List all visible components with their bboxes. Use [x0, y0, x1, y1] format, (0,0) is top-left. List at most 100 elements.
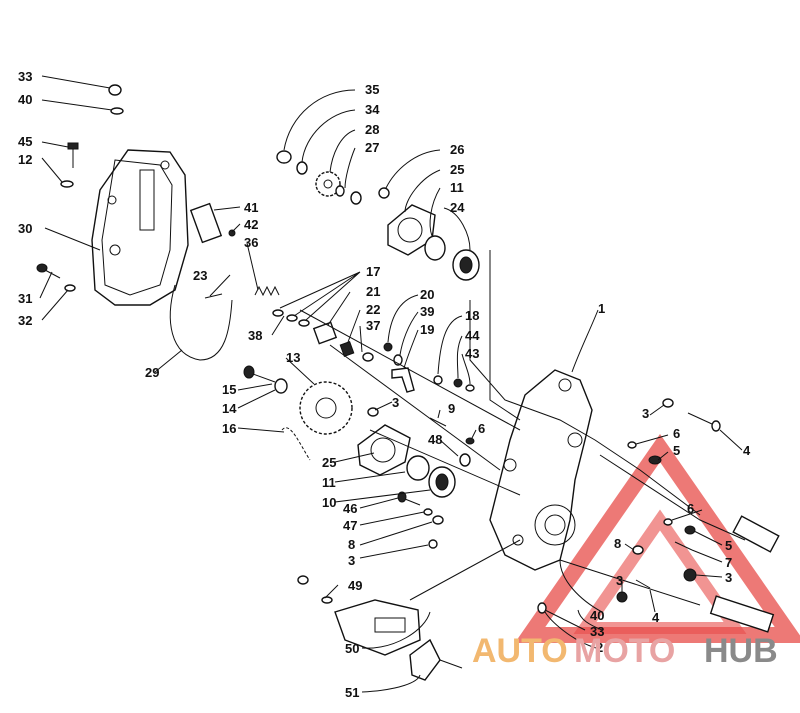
- spacer-18-part: [433, 375, 443, 385]
- nut-3-center-part: [616, 591, 628, 603]
- callout-51: 51: [345, 685, 359, 700]
- callout-37: 37: [366, 318, 380, 333]
- screw-9-part: [429, 417, 447, 427]
- callout-9: 9: [448, 401, 455, 416]
- callout-32: 32: [18, 313, 32, 328]
- callout-49: 49: [348, 578, 362, 593]
- shaft-upper-part: [732, 515, 780, 553]
- washer-37-part: [362, 352, 374, 362]
- callout-12: 12: [18, 152, 32, 167]
- callout-33-top: 33: [18, 69, 32, 84]
- o-ring-11-low-part: [406, 455, 430, 481]
- callout-26: 26: [450, 142, 464, 157]
- washer-17b-part: [298, 319, 310, 327]
- watermark-hub: HUB: [704, 632, 778, 670]
- callout-31: 31: [18, 291, 32, 306]
- washer-43-part: [465, 384, 475, 392]
- nut-3-right-low-part: [683, 568, 697, 582]
- callout-3-low: 3: [348, 553, 355, 568]
- watermark-auto: AUTO: [472, 632, 568, 670]
- callout-30: 30: [18, 221, 32, 236]
- washer-38a-part: [272, 309, 284, 317]
- lever-19-part: [391, 367, 415, 393]
- watermark-logo: [514, 433, 800, 643]
- washer-32-part: [64, 284, 76, 292]
- washer-12-part: [60, 180, 74, 188]
- washer-6-low-part: [663, 518, 673, 526]
- bearing-flange-25-low-part: [357, 424, 411, 476]
- screw-7-part: [674, 541, 693, 551]
- spacer-48-part: [459, 453, 471, 467]
- nut-33-top-part: [108, 84, 122, 96]
- callout-labels: 33 40 45 12 30 31 32 29 41 42 36 23 35 3…: [18, 69, 751, 700]
- chain-16-part: [281, 427, 311, 461]
- o-ring-11-top-part: [424, 235, 446, 261]
- nut-5-low-part: [684, 525, 696, 535]
- nut-35-part: [276, 150, 292, 164]
- bolt-4-top-part: [687, 412, 721, 432]
- nut-26-part: [378, 187, 390, 199]
- callout-5-low: 5: [725, 538, 732, 553]
- washer-27a-part: [335, 185, 345, 197]
- callout-25-low: 25: [322, 455, 336, 470]
- callout-16: 16: [222, 421, 236, 436]
- callout-13: 13: [286, 350, 300, 365]
- callout-21: 21: [366, 284, 380, 299]
- nut-3-bottom-part: [297, 575, 309, 585]
- bolt-15-part: [243, 365, 276, 383]
- callout-3-right-low: 3: [725, 570, 732, 585]
- callout-17: 17: [366, 264, 380, 279]
- callout-19: 19: [420, 322, 434, 337]
- nut-3-right-part: [662, 398, 674, 408]
- shaft-lower-part: [709, 595, 775, 633]
- washer-6-mid-part: [465, 437, 475, 445]
- bolt-46-part: [397, 491, 421, 506]
- callout-36: 36: [244, 235, 258, 250]
- callout-4-top: 4: [743, 443, 751, 458]
- callout-11-low: 11: [322, 475, 336, 490]
- roller-22-part: [339, 341, 355, 357]
- nut-5-right-part: [648, 455, 662, 465]
- callout-18: 18: [465, 308, 479, 323]
- nut-20-part: [383, 342, 393, 352]
- screw-42-part: [228, 229, 236, 237]
- pin-23-part: [204, 293, 223, 299]
- callout-6-low: 6: [687, 501, 694, 516]
- washer-8-left-part: [432, 515, 444, 525]
- washer-17a-part: [286, 314, 298, 322]
- callout-3-right: 3: [642, 406, 649, 421]
- callout-29: 29: [145, 365, 159, 380]
- callout-25-top: 25: [450, 162, 464, 177]
- callout-48: 48: [428, 432, 442, 447]
- callout-6-right: 6: [673, 426, 680, 441]
- callout-8-left: 8: [348, 537, 355, 552]
- cable-29-part: [169, 284, 233, 361]
- callout-38: 38: [248, 328, 262, 343]
- callout-43: 43: [465, 346, 479, 361]
- callout-39: 39: [420, 304, 434, 319]
- callout-45: 45: [18, 134, 32, 149]
- bushing-21-part: [312, 321, 338, 345]
- callout-33-low: 33: [590, 624, 604, 639]
- callout-4-low: 4: [652, 610, 660, 625]
- bolt-31-part: [36, 263, 61, 279]
- main-housing-part: [489, 369, 593, 571]
- washer-8-right-part: [632, 545, 644, 555]
- leader-lines: [39, 75, 746, 693]
- bolt-4-low-part: [635, 579, 651, 589]
- callout-22: 22: [366, 302, 380, 317]
- drive-cover-part: [91, 149, 189, 306]
- cap-screw-45-part: [67, 142, 79, 168]
- washer-6-right-part: [627, 441, 637, 449]
- spring-36-part: [254, 285, 280, 297]
- callout-3-center: 3: [616, 573, 623, 588]
- washer-27b-part: [350, 191, 362, 205]
- callout-7: 7: [725, 555, 732, 570]
- sprocket-28-part: [315, 171, 341, 197]
- callout-44: 44: [465, 328, 480, 343]
- gear-13-part: [299, 381, 353, 435]
- washer-49-part: [321, 596, 333, 604]
- callout-8-right: 8: [614, 536, 621, 551]
- callout-34: 34: [365, 102, 380, 117]
